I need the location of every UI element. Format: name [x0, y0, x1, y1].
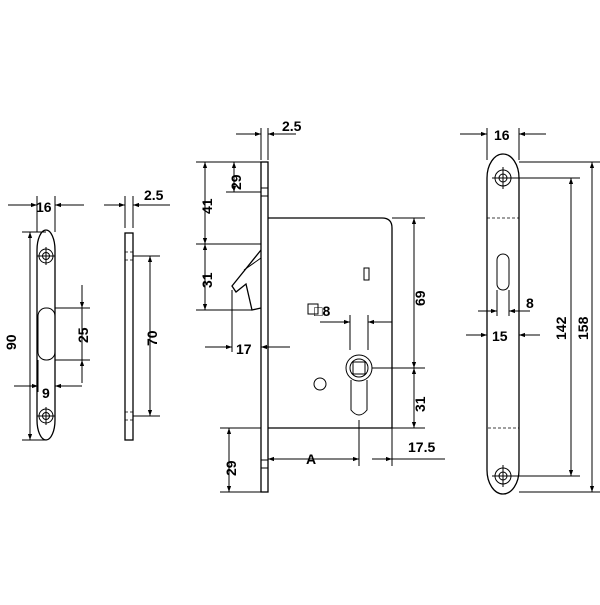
- faceplate-slot: [496, 253, 510, 291]
- dim-faceplate-width: 16: [494, 127, 510, 143]
- dim-striker-slot-length: 25: [75, 327, 91, 343]
- faceplate-view: 16 8 15 142 158: [460, 127, 600, 495]
- dim-lock-body-height: 69: [412, 290, 428, 306]
- dim-faceplate-slot-offset: 15: [492, 328, 508, 344]
- dim-edge-length: 70: [144, 330, 160, 346]
- spindle-square-icon: [307, 303, 319, 315]
- faceplate-top-screw-hole: [492, 167, 514, 189]
- dim-striker-width: 16: [36, 199, 52, 215]
- faceplate-outline: [486, 153, 520, 495]
- dim-lock-backset: A: [306, 451, 316, 467]
- lock-pin-hole: [313, 377, 327, 391]
- dim-faceplate-slot-width: 8: [526, 295, 534, 311]
- strike-plate-outline: [36, 229, 56, 441]
- strike-edge-profile: [124, 232, 134, 441]
- dim-lock-hook-depth: 17: [236, 341, 252, 357]
- dim-faceplate-hole-spacing: 142: [553, 316, 569, 340]
- dim-edge-thickness: 2.5: [144, 187, 164, 203]
- cylinder-hole: [345, 354, 373, 416]
- dim-lock-top-offset: 41: [199, 198, 215, 214]
- strike-plate-view: 16 90 25 9: [3, 196, 91, 441]
- strike-plate-top-screw-hole: [37, 247, 55, 265]
- dim-faceplate-thickness: 2.5: [282, 118, 302, 134]
- lock-slot: [363, 267, 370, 281]
- dim-lock-bottom-screw: 29: [223, 460, 239, 476]
- hook-bolt: [231, 249, 262, 311]
- dim-faceplate-length: 158: [575, 316, 591, 340]
- lock-body-view: □8 2.5 41 29 31 17: [196, 118, 445, 493]
- dim-lock-top-screw: 29: [228, 174, 244, 190]
- dim-spindle-square: □8: [314, 303, 330, 319]
- strike-plate-bottom-screw-hole: [37, 407, 55, 425]
- strike-edge-view: 2.5 70: [104, 187, 170, 441]
- dim-striker-height: 90: [3, 334, 19, 350]
- faceplate-bottom-screw-hole: [492, 465, 514, 487]
- lock-faceplate: [260, 161, 269, 493]
- dim-lock-hook-height: 31: [199, 272, 215, 288]
- dim-lock-cylinder-offset: 31: [412, 396, 428, 412]
- strike-plate-slot: [37, 307, 56, 361]
- dim-lock-cylinder-edge: 17.5: [408, 439, 435, 455]
- faceplate-case-outline: [486, 217, 520, 429]
- dim-striker-slot-width: 9: [42, 385, 50, 401]
- lock-case: [268, 217, 393, 429]
